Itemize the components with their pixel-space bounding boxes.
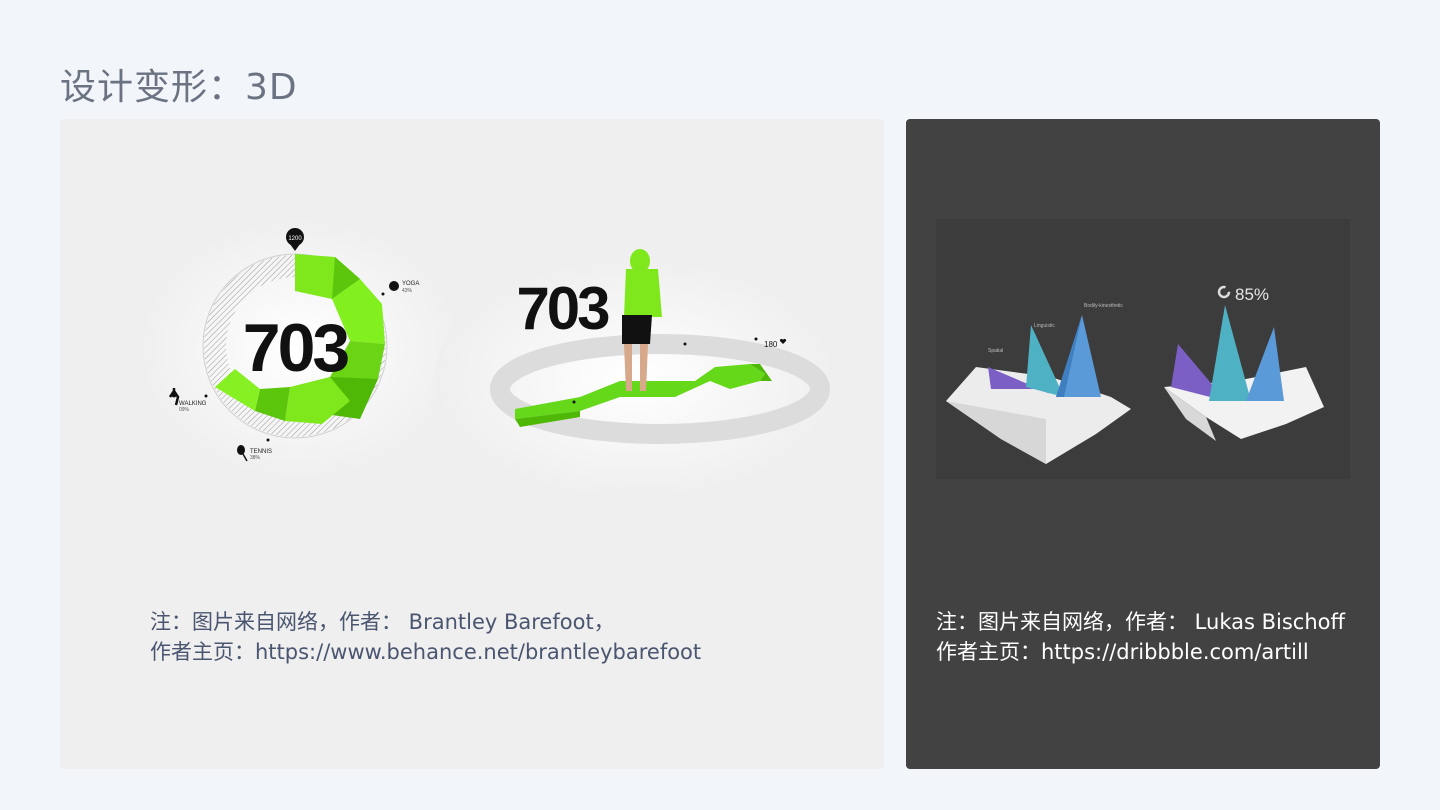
path-right-label: 180	[764, 340, 778, 349]
radar-chart-right	[1164, 305, 1324, 441]
svg-text:Spatial: Spatial	[988, 348, 1003, 354]
runner-figure	[622, 249, 662, 391]
svg-text:09%: 09%	[179, 407, 190, 413]
tennis-callout: TENNIS 38%	[237, 438, 272, 462]
radar-percent: 85%	[1235, 285, 1269, 304]
svg-text:1200: 1200	[288, 236, 302, 242]
radar-chart-left	[946, 315, 1131, 464]
origami-radar-graphics: Spatial Linguistic Bodily-kinesthetic 85…	[936, 219, 1350, 479]
svg-text:WALKING: WALKING	[179, 401, 207, 407]
right-source-note: 注：图片来自网络，作者： Lukas Bischoff 作者主页：https:/…	[936, 610, 1345, 664]
svg-text:Linguistic: Linguistic	[1034, 323, 1055, 329]
slide-title: 设计变形：3D	[60, 67, 298, 108]
svg-text:YOGA: YOGA	[402, 281, 419, 287]
svg-text:43%: 43%	[402, 288, 413, 294]
svg-text:Bodily-kinesthetic: Bodily-kinesthetic	[1084, 303, 1123, 309]
yoga-callout: YOGA 43%	[381, 281, 419, 296]
path-graphic	[490, 334, 830, 444]
right-image-card: Spatial Linguistic Bodily-kinesthetic 85…	[906, 119, 1380, 769]
activity-ring	[202, 253, 388, 439]
heart-icon	[779, 338, 787, 344]
walking-callout: WALKING 09%	[168, 388, 208, 413]
svg-text:TENNIS: TENNIS	[250, 449, 272, 455]
ring-center-value: 703	[243, 310, 349, 386]
yoga-icon	[389, 281, 399, 291]
tennis-icon	[237, 445, 245, 455]
path-graphic-value: 703	[516, 275, 609, 342]
green-ring-graphics: 703 1200 YOGA 43% WALKING 09% TENNIS 38%	[140, 219, 835, 499]
left-image-card: 703 1200 YOGA 43% WALKING 09% TENNIS 38%	[60, 119, 884, 769]
progress-ring-icon	[1217, 285, 1231, 299]
top-badge: 1200	[286, 228, 304, 251]
left-source-note: 注：图片来自网络，作者： Brantley Barefoot， 作者主页：htt…	[150, 610, 702, 664]
svg-text:38%: 38%	[250, 455, 261, 461]
